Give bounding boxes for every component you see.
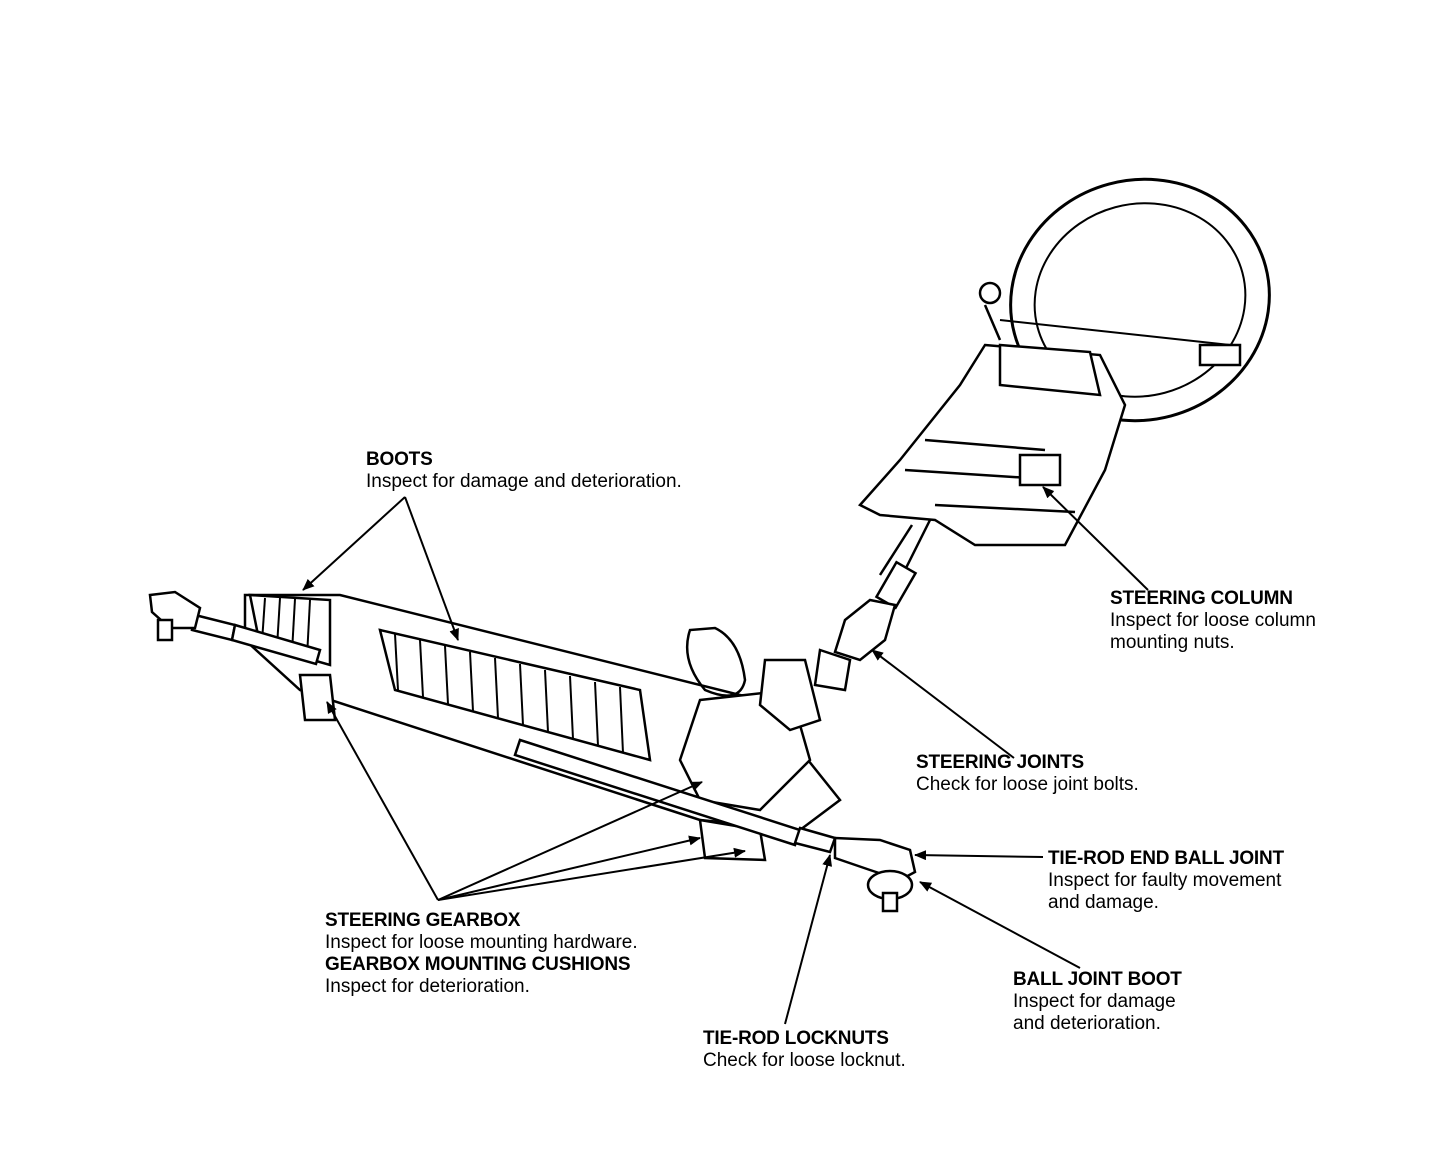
callout-ball-joint-boot: BALL JOINT BOOT Inspect for damage and d…: [1013, 969, 1182, 1035]
callout-steering-joints: STEERING JOINTS Check for loose joint bo…: [916, 752, 1139, 796]
leader-lines: [302, 486, 1149, 1025]
boots-desc: Inspect for damage and deterioration.: [366, 471, 682, 492]
steering-column-desc-line1: Inspect for loose column: [1110, 610, 1316, 631]
gearbox-mounting-cushions-desc: Inspect for deterioration.: [325, 976, 530, 997]
tie-rod-locknuts-desc: Check for loose locknut.: [703, 1050, 906, 1071]
ball-joint-boot-desc-line2: and deterioration.: [1013, 1013, 1161, 1034]
steering-joints-title: STEERING JOINTS: [916, 752, 1085, 773]
tie-rod-end-ball-joint-title: TIE-ROD END BALL JOINT: [1048, 848, 1284, 869]
callout-steering-gearbox: STEERING GEARBOX Inspect for loose mount…: [325, 910, 638, 998]
steering-wheel: [999, 177, 1271, 423]
steering-column: [857, 281, 1242, 547]
steering-column-title: STEERING COLUMN: [1110, 588, 1293, 609]
tie-rod-locknuts-title: TIE-ROD LOCKNUTS: [703, 1028, 889, 1049]
callout-tie-rod-locknuts: TIE-ROD LOCKNUTS Check for loose locknut…: [703, 1028, 906, 1072]
intermediate-shaft: [813, 519, 932, 692]
callout-boots: BOOTS Inspect for damage and deteriorati…: [366, 449, 682, 493]
steering-joints-desc: Check for loose joint bolts.: [916, 774, 1139, 795]
steering-gearbox-desc: Inspect for loose mounting hardware.: [325, 932, 638, 953]
ball-joint-boot-desc-line1: Inspect for damage: [1013, 991, 1176, 1012]
ball-joint-boot-title: BALL JOINT BOOT: [1013, 969, 1182, 990]
steering-column-desc-line2: mounting nuts.: [1110, 632, 1235, 653]
callout-steering-column: STEERING COLUMN Inspect for loose column…: [1110, 588, 1316, 654]
tie-rod-end-ball-joint-desc-line1: Inspect for faulty movement: [1048, 870, 1282, 891]
boots-title: BOOTS: [366, 449, 433, 470]
tie-rod-end-right: [833, 836, 917, 913]
tie-rod-end-left: [148, 590, 202, 642]
steering-gearbox-title: STEERING GEARBOX: [325, 910, 521, 931]
tie-rod-end-ball-joint-desc-line2: and damage.: [1048, 892, 1159, 913]
gearbox-mounting-cushions-title: GEARBOX MOUNTING CUSHIONS: [325, 954, 631, 975]
callout-tie-rod-end-ball-joint: TIE-ROD END BALL JOINT Inspect for fault…: [1048, 848, 1284, 914]
